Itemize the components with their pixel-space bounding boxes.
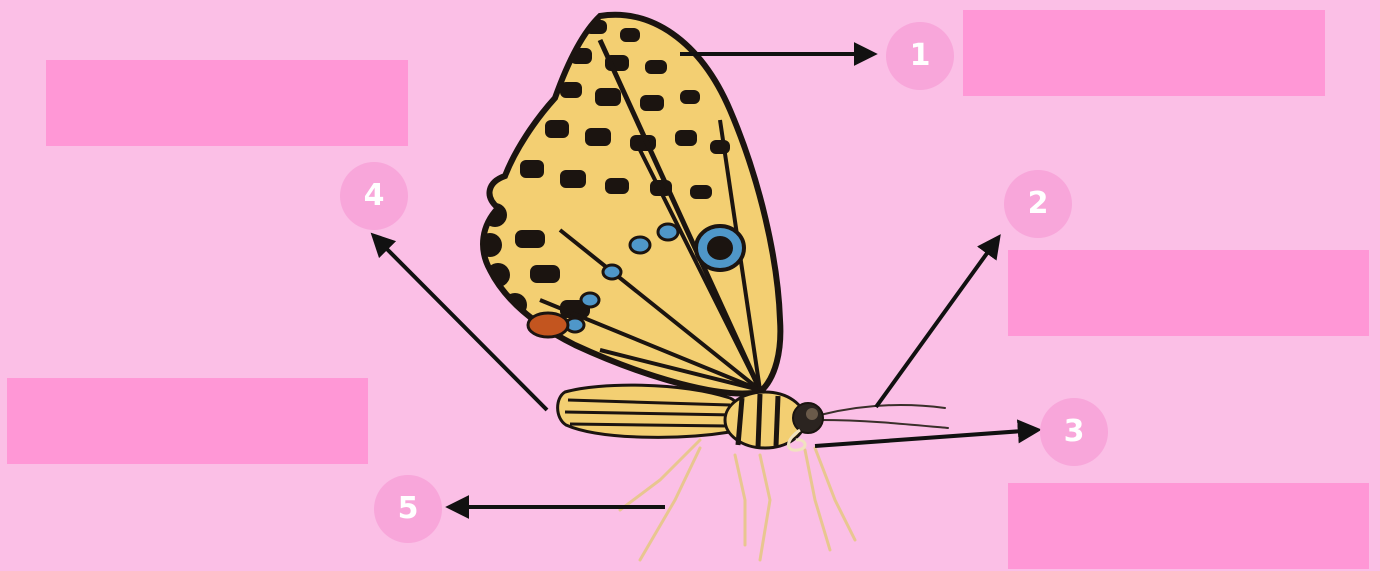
butterfly-antennae (820, 405, 948, 428)
butterfly-wing (478, 15, 780, 394)
arrow-2 (876, 238, 998, 407)
number-badge-5: 5 (374, 475, 442, 543)
number-badge-2: 2 (1004, 170, 1072, 238)
number-badge-1: 1 (886, 22, 954, 90)
butterfly-abdomen (558, 385, 742, 437)
number-badge-3: 3 (1040, 398, 1108, 466)
number-badge-4: 4 (340, 162, 408, 230)
butterfly-legs (620, 440, 855, 560)
arrow-3 (815, 430, 1037, 446)
